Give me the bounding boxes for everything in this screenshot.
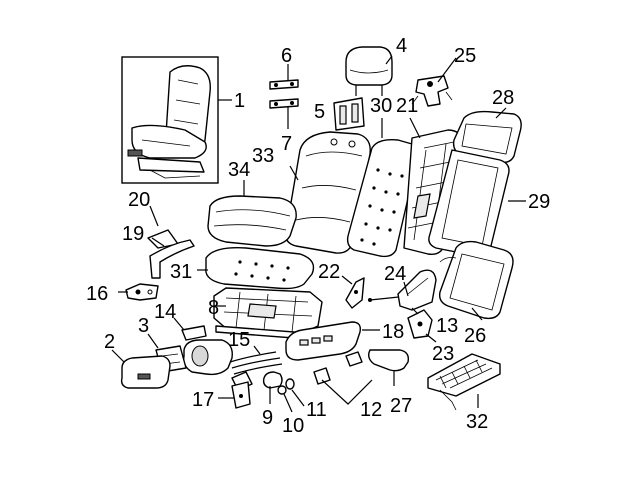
callout-7: 7 xyxy=(281,133,292,155)
leader-lines xyxy=(111,55,526,413)
callout-6: 6 xyxy=(281,45,292,67)
callout-11: 11 xyxy=(306,399,327,421)
callout-28: 28 xyxy=(492,87,514,109)
callout-16: 16 xyxy=(86,283,108,305)
callout-30: 30 xyxy=(370,95,392,117)
callout-22: 22 xyxy=(318,261,340,283)
part-22-recliner xyxy=(345,277,365,309)
part-16-bracket xyxy=(125,283,159,301)
callout-34: 34 xyxy=(228,159,250,181)
callout-25: 25 xyxy=(454,45,476,67)
callout-18: 18 xyxy=(382,321,404,343)
callout-21: 21 xyxy=(396,95,418,117)
callout-8: 8 xyxy=(208,297,219,319)
callout-33: 33 xyxy=(252,145,274,167)
callout-19: 19 xyxy=(122,223,144,245)
part-34-cushion-cover xyxy=(207,195,297,247)
part-31-cushion-pad xyxy=(205,247,315,290)
callout-4: 4 xyxy=(396,35,407,57)
callout-29: 29 xyxy=(528,191,550,213)
callout-27: 27 xyxy=(390,395,412,417)
callout-17: 17 xyxy=(192,389,214,411)
part-2-switch-panel xyxy=(120,355,171,389)
part-27-switch-cover xyxy=(367,349,410,372)
callout-1: 1 xyxy=(234,90,245,112)
part-4-headrest xyxy=(345,46,393,96)
callout-32: 32 xyxy=(466,411,488,433)
callout-2: 2 xyxy=(104,331,115,353)
perforation-dots xyxy=(360,168,404,246)
part-14-motor xyxy=(181,325,233,376)
part-6-trim xyxy=(269,79,299,90)
callout-labels: 1 2 3 4 5 6 7 8 9 10 11 12 13 14 15 16 1… xyxy=(86,35,550,437)
callout-24: 24 xyxy=(384,263,406,285)
callout-15: 15 xyxy=(228,329,250,351)
part-12-switches xyxy=(313,351,363,385)
part-26-back-panel xyxy=(438,240,514,320)
part-13-recliner-mechanism xyxy=(397,269,437,311)
part-23-side-bracket xyxy=(407,309,433,339)
part-25-headrest-mechanism xyxy=(411,75,453,107)
callout-31: 31 xyxy=(170,261,192,283)
callout-3: 3 xyxy=(138,315,149,337)
callout-14: 14 xyxy=(154,301,176,323)
part-1-complete-seat-inset xyxy=(121,56,219,184)
part-10-knob xyxy=(277,385,287,395)
callout-9: 9 xyxy=(262,407,273,429)
part-7-trim xyxy=(269,98,299,109)
part-17-lever xyxy=(231,381,251,409)
callout-13: 13 xyxy=(436,315,458,337)
callout-5: 5 xyxy=(314,101,325,123)
part-30-backrest-pad xyxy=(346,138,419,258)
callout-23: 23 xyxy=(432,343,454,365)
part-11-knob xyxy=(285,378,295,390)
callout-10: 10 xyxy=(282,415,304,437)
callout-20: 20 xyxy=(128,189,150,211)
part-9-knob xyxy=(262,371,283,389)
part-32-heating-mat xyxy=(427,353,501,411)
callout-26: 26 xyxy=(464,325,486,347)
part-5-headrest-guides xyxy=(333,97,365,131)
callout-12: 12 xyxy=(360,399,382,421)
part-19-side-trim xyxy=(149,239,195,279)
part-18-control-panel xyxy=(285,321,362,361)
